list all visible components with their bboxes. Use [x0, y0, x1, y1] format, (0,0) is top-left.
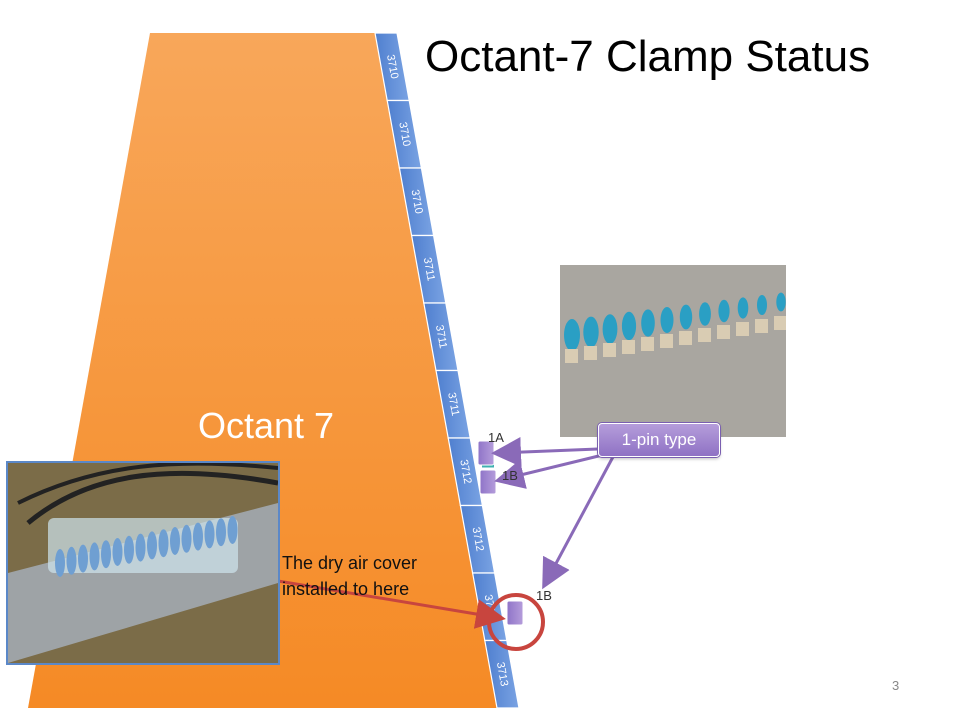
- clamp-bulb: [776, 292, 786, 312]
- strip-segment-label: 3711: [433, 324, 449, 349]
- clamp-bulb: [641, 309, 655, 337]
- clamp-photo-image: [560, 265, 786, 437]
- strip-segment-label: 3710: [396, 121, 412, 147]
- clamp-bulb: [621, 311, 637, 341]
- clamp-base: [698, 328, 711, 342]
- cover-clamp-bulb: [135, 533, 146, 562]
- clamp-base: [755, 319, 768, 333]
- cover-clamp-bulb: [66, 546, 77, 575]
- cover-clamp-bulb: [193, 522, 203, 551]
- arrow-cover-note: [277, 579, 506, 629]
- arrow-to-1a: [491, 437, 599, 468]
- clamp-base: [622, 340, 635, 354]
- clamp-base: [717, 325, 730, 339]
- clamp-base: [584, 346, 597, 360]
- cover-clamp-bulb: [89, 542, 100, 571]
- cover-clamp-bulb: [112, 538, 123, 566]
- strip-segment: [484, 639, 520, 709]
- clamp-bulb: [718, 299, 730, 323]
- clamp-bulb: [564, 319, 580, 351]
- clamp-base: [641, 337, 654, 351]
- strip-segment-label: 3712: [457, 459, 473, 485]
- cover-clamp-bulb: [204, 520, 215, 549]
- arrow-to-lower-1b: [542, 454, 616, 590]
- strip-segment-label: 3712: [470, 526, 486, 552]
- cover-clamp-bulb: [181, 524, 192, 553]
- cover-clamp-bulb: [101, 540, 111, 569]
- clamp-base: [679, 331, 692, 345]
- clamp-bulb: [737, 297, 749, 319]
- dry-air-cover-image: [8, 463, 278, 663]
- clamp-base: [660, 334, 673, 348]
- strip-segment-label: 3711: [421, 257, 437, 282]
- pin-type-box: 1-pin type: [598, 423, 720, 457]
- cover-note: The dry air cover installed to here: [282, 553, 418, 599]
- strip-segment-label: 3711: [445, 392, 461, 417]
- clamp-base: [774, 316, 786, 330]
- clamp-bulb: [699, 302, 711, 326]
- cover-clamp-bulb: [227, 516, 238, 544]
- clamp-label-1b: 1B: [502, 468, 518, 483]
- clamp-bulb: [679, 304, 693, 330]
- dry-air-cover-photo: [6, 461, 280, 665]
- strip-segment-label: 3710: [384, 54, 400, 80]
- strip-segment-label: 3710: [409, 189, 425, 215]
- cover-clamp-bulb: [158, 529, 169, 558]
- octant-label: Octant 7: [198, 405, 335, 446]
- clamp-bulb: [602, 314, 618, 344]
- page-title: Octant-7 Clamp Status: [425, 32, 871, 81]
- clamp-bulb: [583, 316, 599, 348]
- cover-clamp-bulb: [55, 549, 65, 577]
- cover-clamp-bulb: [216, 518, 226, 547]
- clamp-photo: [560, 265, 786, 437]
- cover-clamp-bulb: [124, 535, 134, 564]
- cover-clamp-bulb: [147, 531, 157, 560]
- clamp-label-1a: 1A: [488, 430, 504, 445]
- clamp-label-1b-lower: 1B: [536, 588, 552, 603]
- arrow-to-1b: [494, 450, 616, 489]
- clamp-bulb: [757, 295, 767, 315]
- cover-clamp-bulb: [78, 544, 88, 573]
- clamp-1b: [479, 469, 497, 495]
- clamp-1b-lower: [506, 600, 524, 626]
- clamp-bulb: [660, 307, 674, 333]
- cover-clamp-bulb: [170, 527, 180, 555]
- clamp-base: [565, 349, 578, 363]
- clamp-base: [736, 322, 749, 336]
- page-number: 3: [892, 678, 900, 693]
- strip-segment-label: 3713: [494, 661, 510, 687]
- clamp-base: [603, 343, 616, 357]
